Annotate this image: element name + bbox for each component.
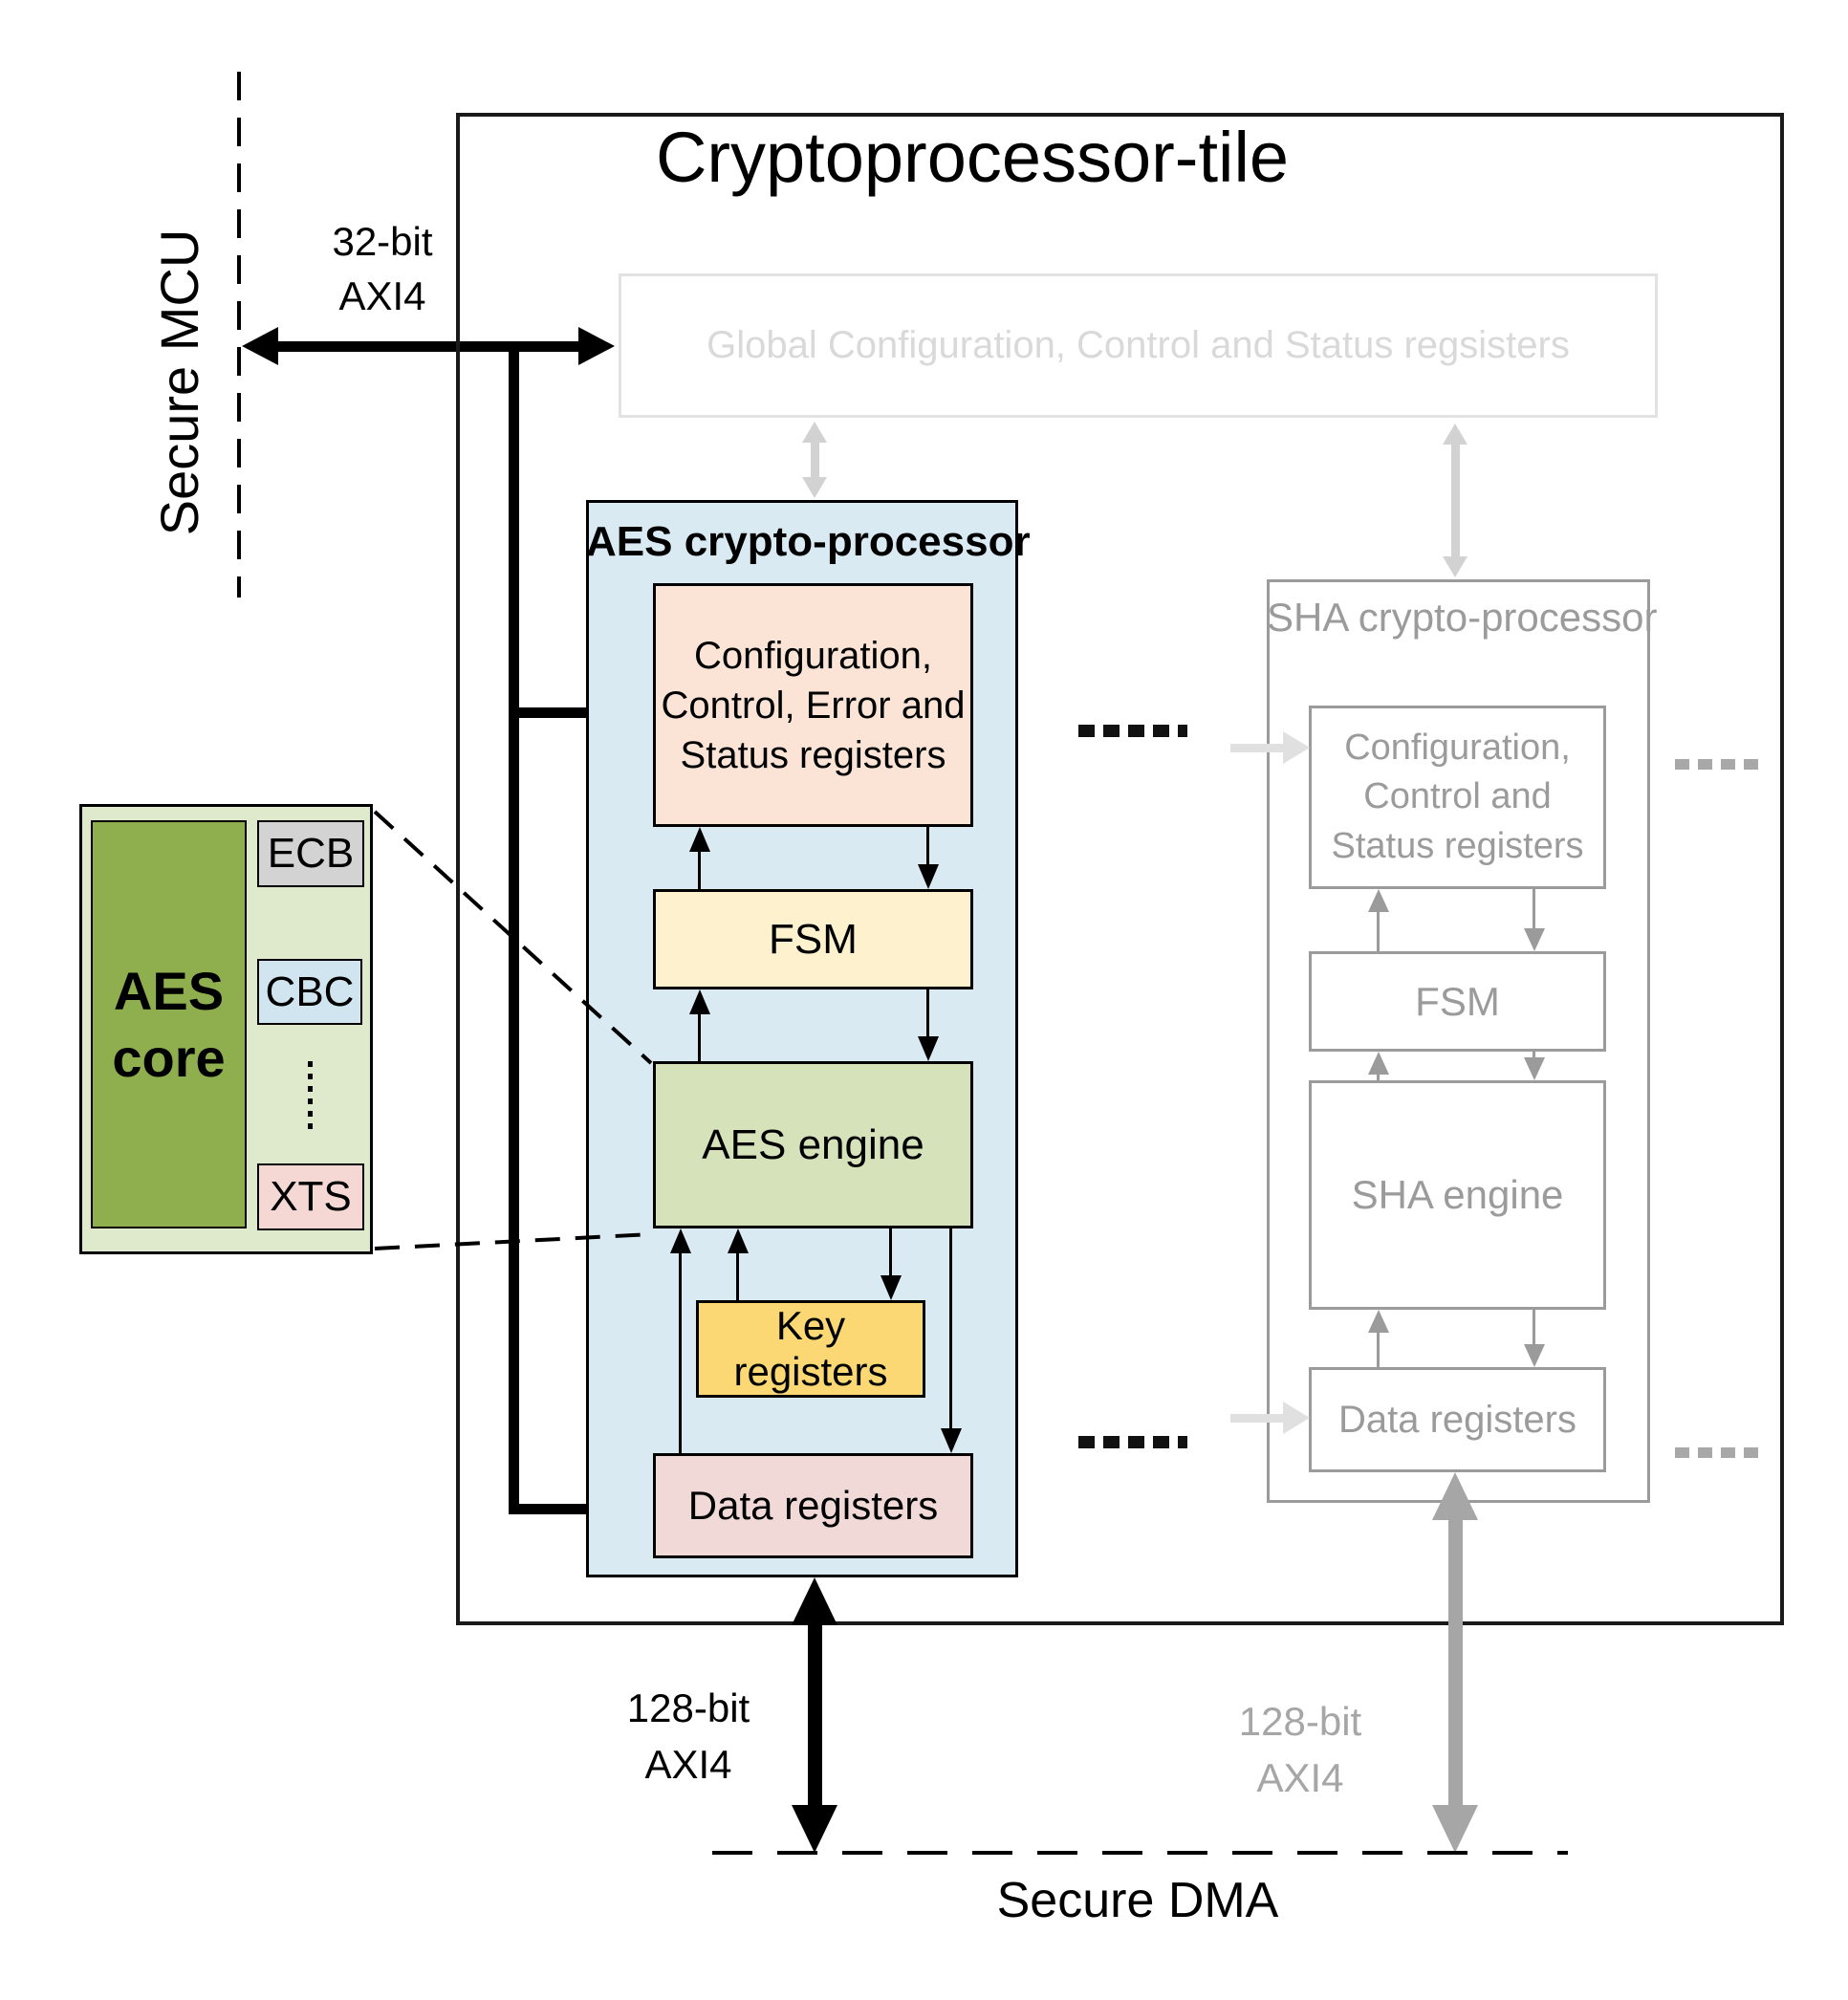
global-to-aes-arrow-down-head: [802, 477, 827, 498]
stub-arrow-to-sha-data: [1230, 1414, 1287, 1423]
aes-sha-data-dashed-connector: [1078, 1436, 1187, 1448]
aes-engine-to-key-arrow-head: [881, 1275, 902, 1300]
stub-arrow-to-sha-data-head: [1283, 1402, 1310, 1434]
aes-config-registers-box: Configuration, Control, Error and Status…: [653, 583, 973, 827]
sha-axi4-128bit-label-line1: 128-bit: [1238, 1699, 1362, 1744]
aes-axi4-128bit-label: 128-bit AXI4: [598, 1681, 779, 1793]
aes-mode-ecb-box: ECB: [257, 820, 364, 887]
sha-engine-to-data-arrow-head: [1524, 1344, 1545, 1367]
axi4-32bit-label-line2: AXI4: [338, 272, 426, 318]
sha-fsm-to-config-arrow: [1377, 909, 1380, 951]
axi4-32bit-label: 32-bit AXI4: [301, 215, 464, 323]
aes-engine-to-data-arrow: [949, 1228, 952, 1430]
aes-mode-xts-box: XTS: [257, 1163, 364, 1230]
sha-axi4-128bit-label: 128-bit AXI4: [1209, 1694, 1391, 1807]
sha-config-to-fsm-arrow: [1533, 889, 1535, 930]
axi4-32bit-label-line1: 32-bit: [332, 219, 433, 264]
global-to-aes-arrow-up-head: [802, 422, 827, 443]
sha-fsm-to-engine-arrow-head: [1524, 1057, 1545, 1080]
global-to-sha-arrow: [1451, 440, 1460, 560]
aes-config-to-fsm-arrow-head: [918, 864, 939, 889]
aes-data-to-engine-arrow: [679, 1250, 682, 1453]
sha-engine-to-fsm-arrow-head: [1368, 1052, 1389, 1075]
aes-fsm-to-engine-arrow-head: [918, 1036, 939, 1061]
cryptoprocessor-tile-box: [456, 113, 1784, 1625]
aes-fsm-box: FSM: [653, 889, 973, 989]
sha-config-dashed-connector-right: [1675, 759, 1763, 770]
aes-engine-to-fsm-arrow: [698, 1011, 701, 1061]
sha-data-to-engine-arrow: [1377, 1330, 1380, 1367]
aes-key-registers-box: Key registers: [696, 1300, 925, 1398]
sha-data-to-engine-arrow-head: [1368, 1310, 1389, 1333]
aes-crypto-processor-title: AES crypto-processor: [586, 518, 1031, 565]
sha-data-dashed-connector-right: [1675, 1447, 1763, 1458]
aes-axi4-128bit-arrow-down-head: [792, 1805, 837, 1853]
tile-title: Cryptoprocessor-tile: [655, 118, 1290, 197]
sha-axi4-128bit-arrow-down-head: [1432, 1805, 1478, 1853]
sha-engine-to-fsm-arrow: [1377, 1072, 1380, 1080]
sha-config-to-fsm-arrow-head: [1524, 928, 1545, 951]
secure-mcu-boundary-line: [237, 72, 241, 598]
sha-fsm-to-engine-arrow: [1533, 1052, 1535, 1059]
global-to-sha-arrow-down-head: [1443, 556, 1468, 577]
axi4-32bit-bus-arrow: [276, 341, 579, 352]
aes-axi4-128bit-label-line2: AXI4: [644, 1741, 732, 1787]
aes-core-label-line2: core: [112, 1027, 226, 1088]
global-to-aes-arrow: [811, 438, 819, 482]
aes-axi4-128bit-label-line1: 128-bit: [626, 1685, 750, 1730]
branch-to-aes-config-arrow: [509, 707, 622, 718]
aes-fsm-to-config-arrow-head: [689, 827, 710, 852]
sha-axi4-128bit-label-line2: AXI4: [1256, 1754, 1344, 1800]
aes-engine-box: AES engine: [653, 1061, 973, 1228]
aes-fsm-to-engine-arrow: [926, 989, 929, 1038]
branch-to-aes-data-arrow: [509, 1504, 622, 1514]
aes-mode-ellipsis-dots: [308, 1061, 313, 1133]
aes-engine-to-fsm-arrow-head: [689, 989, 710, 1014]
sha-config-registers-box: Configuration, Control and Status regist…: [1309, 706, 1606, 889]
aes-axi4-128bit-arrow-up-head: [792, 1577, 837, 1625]
aes-key-to-engine-arrow-head: [728, 1228, 749, 1253]
axi4-32bit-bus-arrow-left-head: [242, 327, 278, 365]
aes-axi4-128bit-arrow: [808, 1620, 822, 1815]
aes-sha-config-dashed-connector: [1078, 725, 1187, 737]
aes-mode-cbc-box: CBC: [257, 959, 362, 1025]
sha-fsm-box: FSM: [1309, 951, 1606, 1052]
global-to-sha-arrow-up-head: [1443, 424, 1468, 445]
sha-engine-box: SHA engine: [1309, 1080, 1606, 1310]
aes-engine-to-data-arrow-head: [941, 1428, 962, 1453]
sha-data-registers-box: Data registers: [1309, 1367, 1606, 1472]
sha-fsm-to-config-arrow-head: [1368, 889, 1389, 912]
sha-crypto-processor-title: SHA crypto-processor: [1267, 595, 1658, 640]
global-config-registers-box: Global Configuration, Control and Status…: [619, 273, 1658, 418]
aes-data-registers-box: Data registers: [653, 1453, 973, 1558]
aes-config-to-fsm-arrow: [926, 827, 929, 866]
secure-dma-label: Secure DMA: [996, 1873, 1279, 1928]
secure-dma-boundary-line: [712, 1851, 1568, 1855]
aes-data-to-engine-arrow-head: [670, 1228, 691, 1253]
stub-arrow-to-sha-config-head: [1283, 731, 1310, 764]
sha-axi4-128bit-arrow: [1448, 1514, 1463, 1815]
aes-key-to-engine-arrow: [736, 1250, 739, 1300]
axi4-32bit-branch-bus: [509, 341, 519, 1514]
sha-axi4-128bit-arrow-up-head: [1432, 1472, 1478, 1520]
aes-core-box: AES core: [91, 820, 247, 1228]
sha-engine-to-data-arrow: [1533, 1310, 1535, 1346]
aes-fsm-to-config-arrow: [698, 849, 701, 889]
stub-arrow-to-sha-config: [1230, 744, 1287, 752]
aes-core-label-line1: AES: [113, 960, 225, 1021]
aes-engine-to-key-arrow: [889, 1228, 892, 1277]
axi4-32bit-bus-arrow-right-head: [578, 327, 615, 365]
